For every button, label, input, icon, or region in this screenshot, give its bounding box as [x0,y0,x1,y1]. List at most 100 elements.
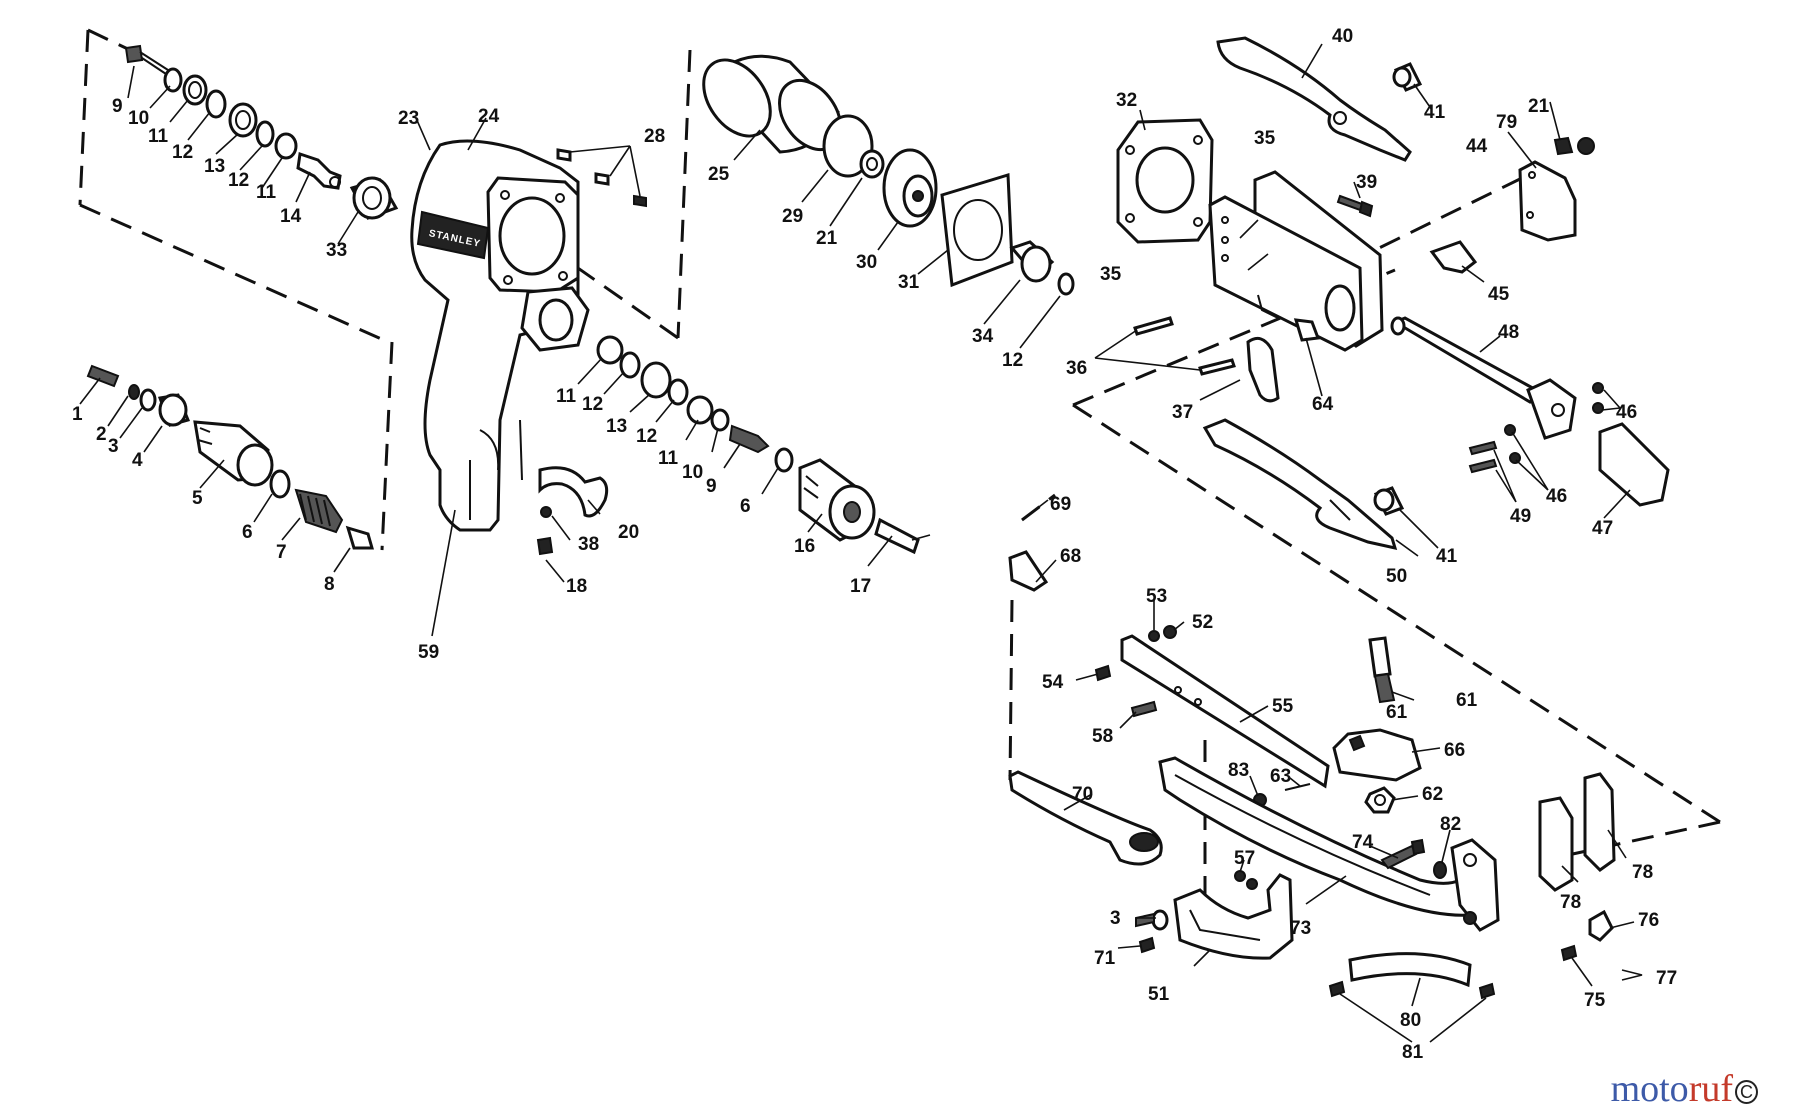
spring-part-7 [294,488,344,534]
callout-label: 12 [228,170,249,191]
copyright-icon: C [1735,1080,1758,1105]
pin-part-1 [86,364,120,388]
ring-part-3 [139,388,157,412]
screw-part-18 [536,536,554,556]
strap-part-70 [1008,770,1163,866]
callout-label: 6 [740,496,751,517]
upper-right-parts [1094,36,1670,551]
bracket-part-44 [1518,160,1577,242]
callout-label: 58 [1092,726,1113,747]
callout-label: 51 [1148,984,1170,1005]
plug-part-8 [345,525,374,550]
callout-label: 24 [478,106,500,127]
callout-label: 37 [1172,402,1193,423]
callout-label: 41 [1436,546,1458,567]
callout-label: 2 [96,424,107,445]
pin-part-41-lower [1373,486,1405,516]
nut-part-62 [1364,786,1396,814]
block-part-66 [1332,728,1422,782]
washer-part-10 [163,67,183,93]
nut-part-82 [1433,861,1447,879]
callout-label: 5 [192,488,203,509]
callout-label: 35 [1254,128,1276,149]
callout-label: 18 [566,576,587,597]
callout-label: 30 [856,252,877,273]
callout-label: 76 [1638,910,1659,931]
lever-part-40 [1216,36,1412,162]
valve-part-5 [193,420,274,487]
bolt-part-74 [1380,844,1418,870]
ball-part-38 [540,506,552,518]
callout-label: 69 [1050,494,1071,515]
motor-housing-parts: STANLEY [86,44,647,550]
callout-label: 48 [1498,322,1519,343]
callout-label: 4 [132,450,143,471]
watermark-red-text: ruf [1688,1068,1733,1110]
callout-label: 13 [606,416,627,437]
callout-label: 29 [782,206,803,227]
clip-part-68 [1008,550,1049,592]
nut-part-79 [1553,136,1574,156]
screw-part-71 [1138,936,1156,954]
bracket-part-20 [538,466,609,518]
anvil-part-16 [798,458,876,542]
cap-part-4 [157,393,191,427]
ring-part-3-lower [1151,909,1169,931]
callout-label: 31 [898,272,920,293]
clip-part-45 [1429,240,1478,274]
callout-label: 46 [1546,486,1567,507]
callout-label: 78 [1632,862,1653,883]
callout-label: 17 [850,576,871,597]
callout-label: 77 [1656,968,1677,989]
callout-label: 12 [582,394,603,415]
plate-part-78 [1538,796,1574,892]
callout-label: 79 [1496,112,1517,133]
callout-label: 7 [276,542,287,563]
screw-part-58 [1130,700,1158,718]
callout-label: 83 [1228,760,1249,781]
screw-part-9 [124,44,169,75]
ball-part-57 [1234,870,1246,882]
callout-labels: 1 2 3 4 5 6 7 8 9 10 11 12 13 12 11 14 2… [72,26,1677,1063]
plug-parts-28 [556,145,647,208]
callout-label: 33 [326,240,347,261]
callout-label: 64 [1312,394,1334,415]
oring-part-12 [205,89,227,119]
callout-label: 38 [578,534,599,555]
callout-label: 49 [1510,506,1531,527]
pin-part-49 [1468,440,1498,456]
callout-label: 55 [1272,696,1294,717]
callout-label: 9 [706,476,717,497]
plate-part-35 [1208,170,1384,352]
callout-label: 62 [1422,784,1443,805]
pin-part-41 [1392,62,1423,92]
callout-label: 63 [1270,766,1291,787]
sleeve-part-33 [349,176,399,220]
callout-label: 21 [816,228,838,249]
callout-label: 36 [1066,358,1087,379]
bolt-part-61 [1368,636,1396,704]
key-part-17 [874,517,920,555]
bearing-part-21 [859,149,885,179]
callout-label: 41 [1424,102,1446,123]
ball-part-53 [1148,630,1160,642]
callout-label: 28 [644,126,665,147]
frame-part-73 [1158,756,1500,932]
callout-label: 40 [1332,26,1353,47]
screw-part-39 [1336,194,1374,218]
callout-label: 80 [1400,1010,1421,1031]
part-64 [1293,318,1321,342]
washer-part-21 [1577,137,1595,155]
bushing-part-34 [1009,240,1055,283]
oring-part-6 [269,469,291,499]
callout-label: 11 [256,182,277,203]
callout-label: 10 [128,108,149,129]
callout-label: 3 [108,436,119,457]
callout-label: 71 [1094,948,1116,969]
rail-part-55 [1120,634,1330,789]
screw-part-75 [1560,944,1578,962]
callout-label: 59 [418,642,439,663]
watermark-blue-text: moto [1610,1068,1689,1110]
tool-body-housing: STANLEY [410,139,590,532]
